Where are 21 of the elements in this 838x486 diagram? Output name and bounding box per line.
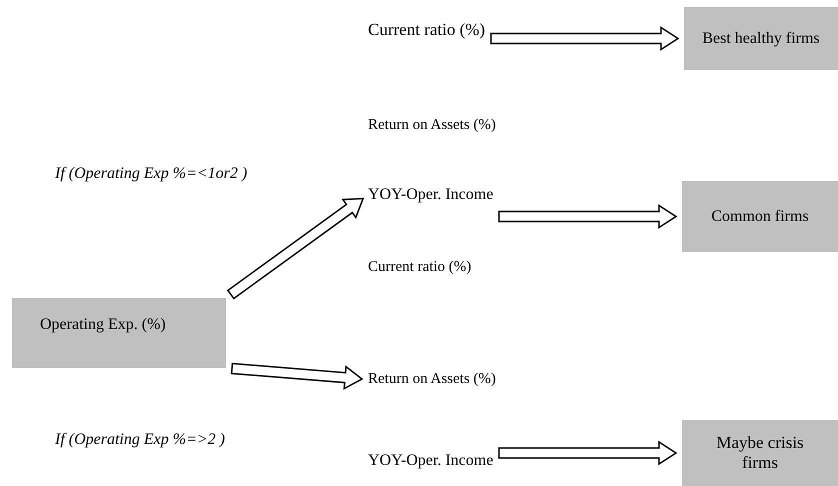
block-arrow <box>230 362 364 390</box>
indicator-label: Current ratio (%) <box>368 20 486 39</box>
indicator-label: Return on Assets (%) <box>368 117 496 133</box>
condition-label: If (Operating Exp %=<1or2 ) <box>55 165 248 183</box>
block-arrow <box>490 26 680 51</box>
box-label: Common firms <box>710 206 810 226</box>
category-box <box>684 7 838 70</box>
box-label: Operating Exp. (%) <box>39 315 167 334</box>
block-arrow <box>498 204 678 229</box>
indicator-label: Current ratio (%) <box>368 259 472 275</box>
box-label: Maybe crisis firms <box>715 432 805 474</box>
condition-label: If (Operating Exp %=>2 ) <box>55 431 225 449</box>
block-arrow <box>226 198 364 300</box>
category-box <box>12 298 226 368</box>
category-box <box>682 420 838 486</box>
indicator-label: YOY-Oper. Income <box>368 186 494 203</box>
category-box <box>682 181 838 252</box>
indicator-label: Return on Assets (%) <box>368 371 496 387</box>
indicator-label: YOY-Oper. Income <box>368 452 494 469</box>
block-arrow <box>498 440 678 466</box>
box-label: Best healthy firms <box>701 28 821 48</box>
